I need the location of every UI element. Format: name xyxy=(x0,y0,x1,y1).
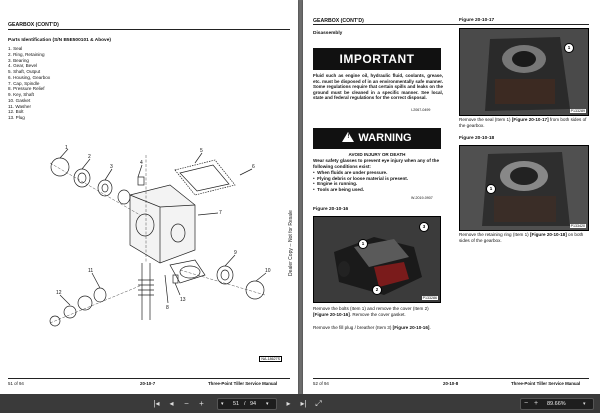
page-header: GEARBOX (CONT'D) xyxy=(8,22,59,28)
list-item: • Flying debris or loose material is pre… xyxy=(313,175,409,181)
zoom-box[interactable]: − + 89.66% ▾ xyxy=(520,398,594,410)
list-item: • Tools are being used. xyxy=(313,186,365,192)
manual-title: Three-Point Tiller Service Manual xyxy=(511,381,581,386)
callout-label: 11 xyxy=(88,268,93,274)
photo-id: P133289 xyxy=(569,109,586,113)
prev-page-button[interactable]: ◂ xyxy=(169,399,174,408)
callout-label: 2 xyxy=(88,154,91,160)
list-item: 9. Key, Shaft xyxy=(8,92,34,97)
photo-id: P133420 xyxy=(569,224,586,228)
figure-title: Figure 20-10-18 xyxy=(459,136,495,141)
left-page: GEARBOX (CONT'D) Parts Identification (S… xyxy=(0,0,298,394)
callout-label: 9 xyxy=(234,250,237,256)
warning-banner: !WARNING xyxy=(313,128,441,149)
zoom-out-button[interactable]: − xyxy=(184,399,189,408)
header-rule xyxy=(313,24,589,25)
section-title: Parts Identification (S/N B5E500101 & Ab… xyxy=(8,38,111,43)
section-number: 20-10-7 xyxy=(140,381,156,386)
ring-photo-graphic xyxy=(460,146,588,230)
chevron-down-icon: ▾ xyxy=(583,401,586,407)
list-item: 1. Seal xyxy=(8,46,23,51)
figure-title: Figure 20-10-17 xyxy=(459,18,495,23)
warning-code: W-2019-0907 xyxy=(411,196,433,200)
header-rule xyxy=(8,29,290,30)
viewer-toolbar: |◂ ◂ − + ▾ 51 / 94 ▾ ▸ ▸| ⤢ − + 89.66% ▾ xyxy=(0,394,600,413)
side-note: Dealer Copy -- Not for Resale xyxy=(288,210,294,276)
manual-title: Three-Point Tiller Service Manual xyxy=(208,381,278,386)
callout-label: 13 xyxy=(180,297,186,303)
callout-label: 6 xyxy=(252,164,255,170)
figure-photo-18: 1 P133420 xyxy=(459,145,589,231)
list-item: 7. Cap, Spindle xyxy=(8,80,40,86)
figure-callout: 3 xyxy=(419,222,429,232)
figure-photo-16: 3 1 2 P133286 xyxy=(313,216,441,303)
list-item: 11. Washer xyxy=(8,103,31,109)
footer-rule xyxy=(313,378,589,379)
section-number: 20-10-8 xyxy=(443,381,459,386)
instruction-text: Remove the seal (Item 1) [Figure 20-10-1… xyxy=(459,117,587,128)
figure-callout: 1 xyxy=(564,43,574,53)
list-item: • Engine is running. xyxy=(313,181,358,187)
seal-photo-graphic xyxy=(460,29,588,115)
first-page-button[interactable]: |◂ xyxy=(153,399,160,408)
callout-label: 1 xyxy=(65,145,68,151)
photo-id: P133286 xyxy=(421,296,438,300)
callout-label: 7 xyxy=(219,210,222,216)
figure-photo-17: 1 P133289 xyxy=(459,28,589,116)
instruction-text: Remove the bolts (Item 1) and remove the… xyxy=(313,306,429,317)
warning-list: • When fluids are under pressure. • Flyi… xyxy=(313,170,443,192)
list-item: 13. Plug xyxy=(8,115,25,120)
warning-icon: ! xyxy=(342,132,355,142)
callout-label: 3 xyxy=(110,164,113,170)
instruction-text: Remove the fill plug / breather (Item 3)… xyxy=(313,325,431,330)
instruction-text: Remove the retaining ring (Item 1) [Figu… xyxy=(459,232,584,243)
callout-label: 8 xyxy=(166,305,169,311)
callout-label: 4 xyxy=(140,160,143,166)
exploded-parts-drawing: 1 2 3 4 5 6 7 8 9 10 11 12 13 xyxy=(49,145,271,327)
footer-rule xyxy=(8,378,290,379)
figure-callout: 1 xyxy=(486,184,496,194)
list-item: 8. Pressure Relief xyxy=(8,86,45,92)
list-item: 10. Gasket xyxy=(8,97,31,103)
figure-callout: 1 xyxy=(358,239,368,249)
important-banner: IMPORTANT xyxy=(313,48,441,70)
fit-page-button[interactable]: ⤢ xyxy=(315,399,322,408)
figure-title: Figure 20-10-16 xyxy=(313,207,349,212)
warning-intro: Wear safety glasses to prevent eye injur… xyxy=(313,158,440,169)
page-header: GEARBOX (CONT'D) xyxy=(313,18,364,24)
page-separator: / xyxy=(244,401,246,407)
zoom-level: 89.66% xyxy=(547,401,566,407)
warning-subtitle: AVOID INJURY OR DEATH xyxy=(348,152,406,157)
callout-label: 12 xyxy=(56,290,62,296)
list-item: 4. Gear, Bevel xyxy=(8,63,38,69)
zoom-in-button[interactable]: + xyxy=(199,399,204,408)
page-number: 52 of 94 xyxy=(313,381,329,386)
list-item: 12. Bolt xyxy=(8,109,24,115)
callout-label: 5 xyxy=(200,148,203,154)
next-page-button[interactable]: ▸ xyxy=(286,399,291,408)
section-title: Disassembly xyxy=(313,31,343,36)
drawing-id: NA-18627S xyxy=(259,356,282,362)
zoom-out-icon[interactable]: − xyxy=(524,400,529,407)
important-code: I-2067-0499 xyxy=(411,108,431,112)
callout-label: 10 xyxy=(265,268,271,274)
chevron-down-icon: ▾ xyxy=(266,401,269,407)
right-page: GEARBOX (CONT'D) Disassembly IMPORTANT F… xyxy=(303,0,600,394)
parts-list: 1. Seal 2. Ring, Retaining 3. Bearing 4.… xyxy=(8,46,50,121)
page-indicator[interactable]: ▾ 51 / 94 ▾ xyxy=(217,398,277,410)
total-pages: 94 xyxy=(250,401,257,407)
current-page-input[interactable]: 51 xyxy=(233,401,240,407)
list-item: 3. Bearing xyxy=(8,57,29,63)
figure-callout: 2 xyxy=(372,285,382,295)
zoom-in-icon[interactable]: + xyxy=(534,400,539,407)
page-number: 51 of 94 xyxy=(8,381,24,386)
list-item: • When fluids are under pressure. xyxy=(313,170,388,175)
list-item: 2. Ring, Retaining xyxy=(8,51,45,57)
chevron-down-icon: ▾ xyxy=(221,401,224,407)
list-item: 5. Shaft, Output xyxy=(8,69,41,74)
last-page-button[interactable]: ▸| xyxy=(300,399,307,408)
list-item: 6. Housing, Gearbox xyxy=(8,74,51,80)
important-text: Fluid such as engine oil, hydraulic flui… xyxy=(313,73,443,101)
